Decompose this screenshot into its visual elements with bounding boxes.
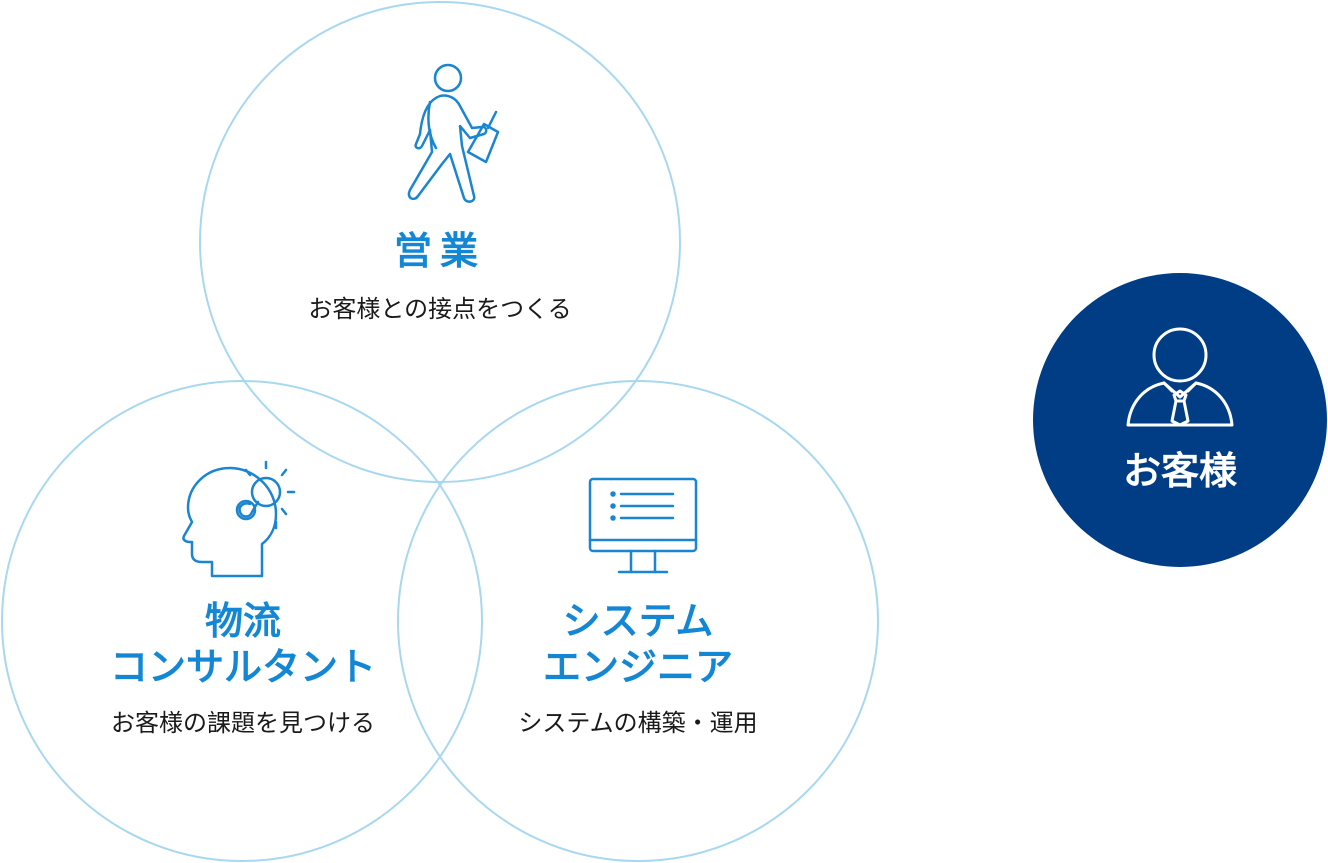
system-description: システムの構築・運用 — [518, 709, 758, 737]
customer-circle — [1033, 273, 1327, 567]
person-tie-icon — [1122, 325, 1238, 435]
sales-title: 営業 — [393, 229, 486, 273]
customer-label: お客様 — [1122, 449, 1237, 493]
system-title: システム エンジニア — [542, 599, 733, 689]
system-circle — [397, 380, 879, 862]
monitor-icon — [587, 476, 699, 580]
walking-businessman-icon — [400, 62, 510, 211]
logistics-title: 物流 コンサルタント — [109, 599, 376, 689]
sales-description: お客様との接点をつくる — [308, 295, 572, 323]
head-lightbulb-icon — [180, 458, 305, 584]
logistics-description: お客様の課題を見つける — [111, 709, 375, 737]
